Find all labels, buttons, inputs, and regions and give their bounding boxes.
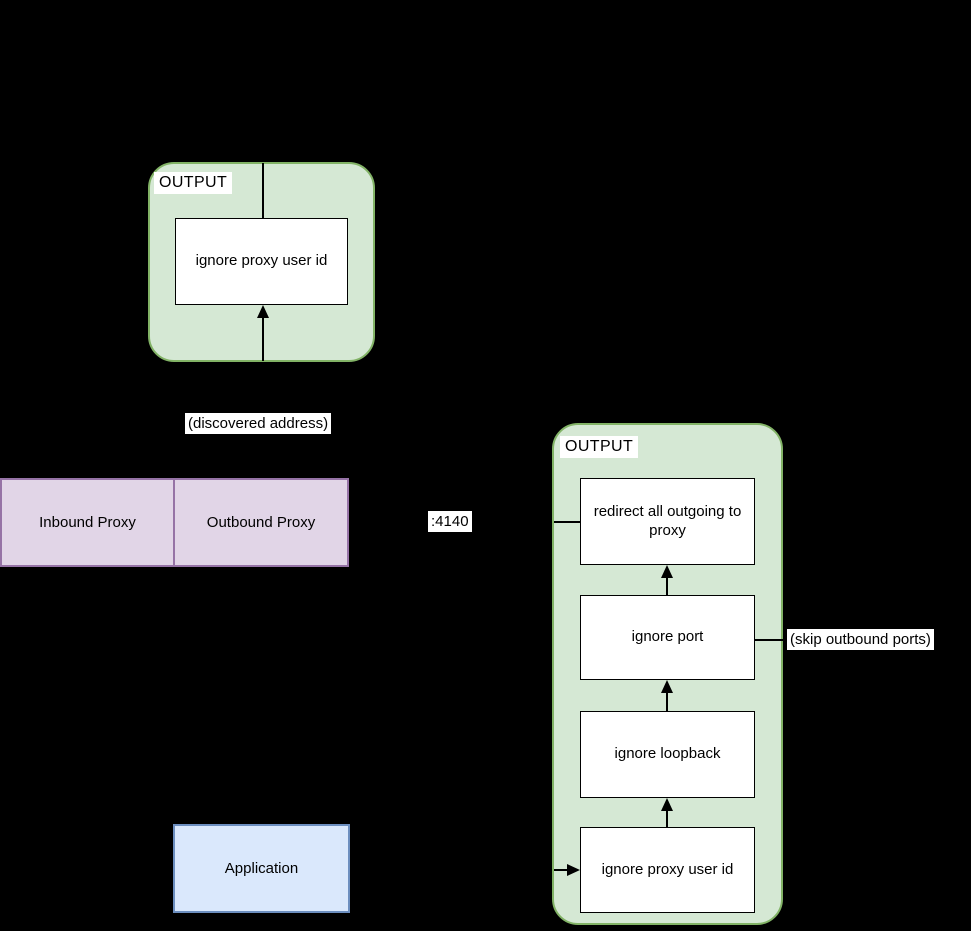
connector-line: [666, 810, 668, 827]
arrow-up-icon: [661, 798, 673, 811]
application-box: Application: [173, 824, 350, 913]
connector-line: [666, 577, 668, 595]
node-label: ignore loopback: [614, 745, 721, 763]
right-output-chain-label: OUTPUT: [560, 436, 639, 458]
connector-skip-ports-line: [755, 639, 787, 641]
left-output-chain-label: OUTPUT: [154, 172, 233, 194]
node-label: redirect all outgoing to proxy: [593, 502, 742, 539]
outbound-proxy-label: Outbound Proxy: [206, 514, 316, 531]
inbound-proxy-label: Inbound Proxy: [39, 514, 136, 531]
node-label: ignore port: [631, 628, 704, 646]
connector-left-bottom-line: [262, 317, 264, 361]
application-label: Application: [224, 860, 299, 877]
arrow-up-icon: [661, 680, 673, 693]
arrow-up-icon: [661, 565, 673, 578]
node-ignore-loopback: ignore loopback: [580, 711, 755, 798]
port-4140-label: :4140: [428, 511, 472, 532]
node-label: ignore proxy user id: [601, 860, 734, 878]
connector-left-top-line: [262, 163, 264, 218]
arrow-up-icon: [257, 305, 269, 318]
connector-into-userid-line: [554, 869, 569, 871]
inbound-proxy-box: Inbound Proxy: [0, 478, 175, 567]
skip-outbound-ports-label: (skip outbound ports): [787, 629, 934, 650]
arrow-right-icon: [567, 864, 580, 876]
node-redirect-all-outgoing-to-proxy: redirect all outgoing to proxy: [580, 478, 755, 565]
connector-line: [666, 692, 668, 711]
discovered-address-label: (discovered address): [185, 413, 332, 434]
connector-into-redirect-line: [554, 521, 580, 523]
outbound-proxy-box: Outbound Proxy: [173, 478, 349, 567]
node-ignore-proxy-user-id-left: ignore proxy user id: [175, 218, 348, 305]
node-ignore-proxy-user-id-right: ignore proxy user id: [580, 827, 755, 913]
node-label: ignore proxy user id: [195, 252, 328, 270]
node-ignore-port: ignore port: [580, 595, 755, 680]
